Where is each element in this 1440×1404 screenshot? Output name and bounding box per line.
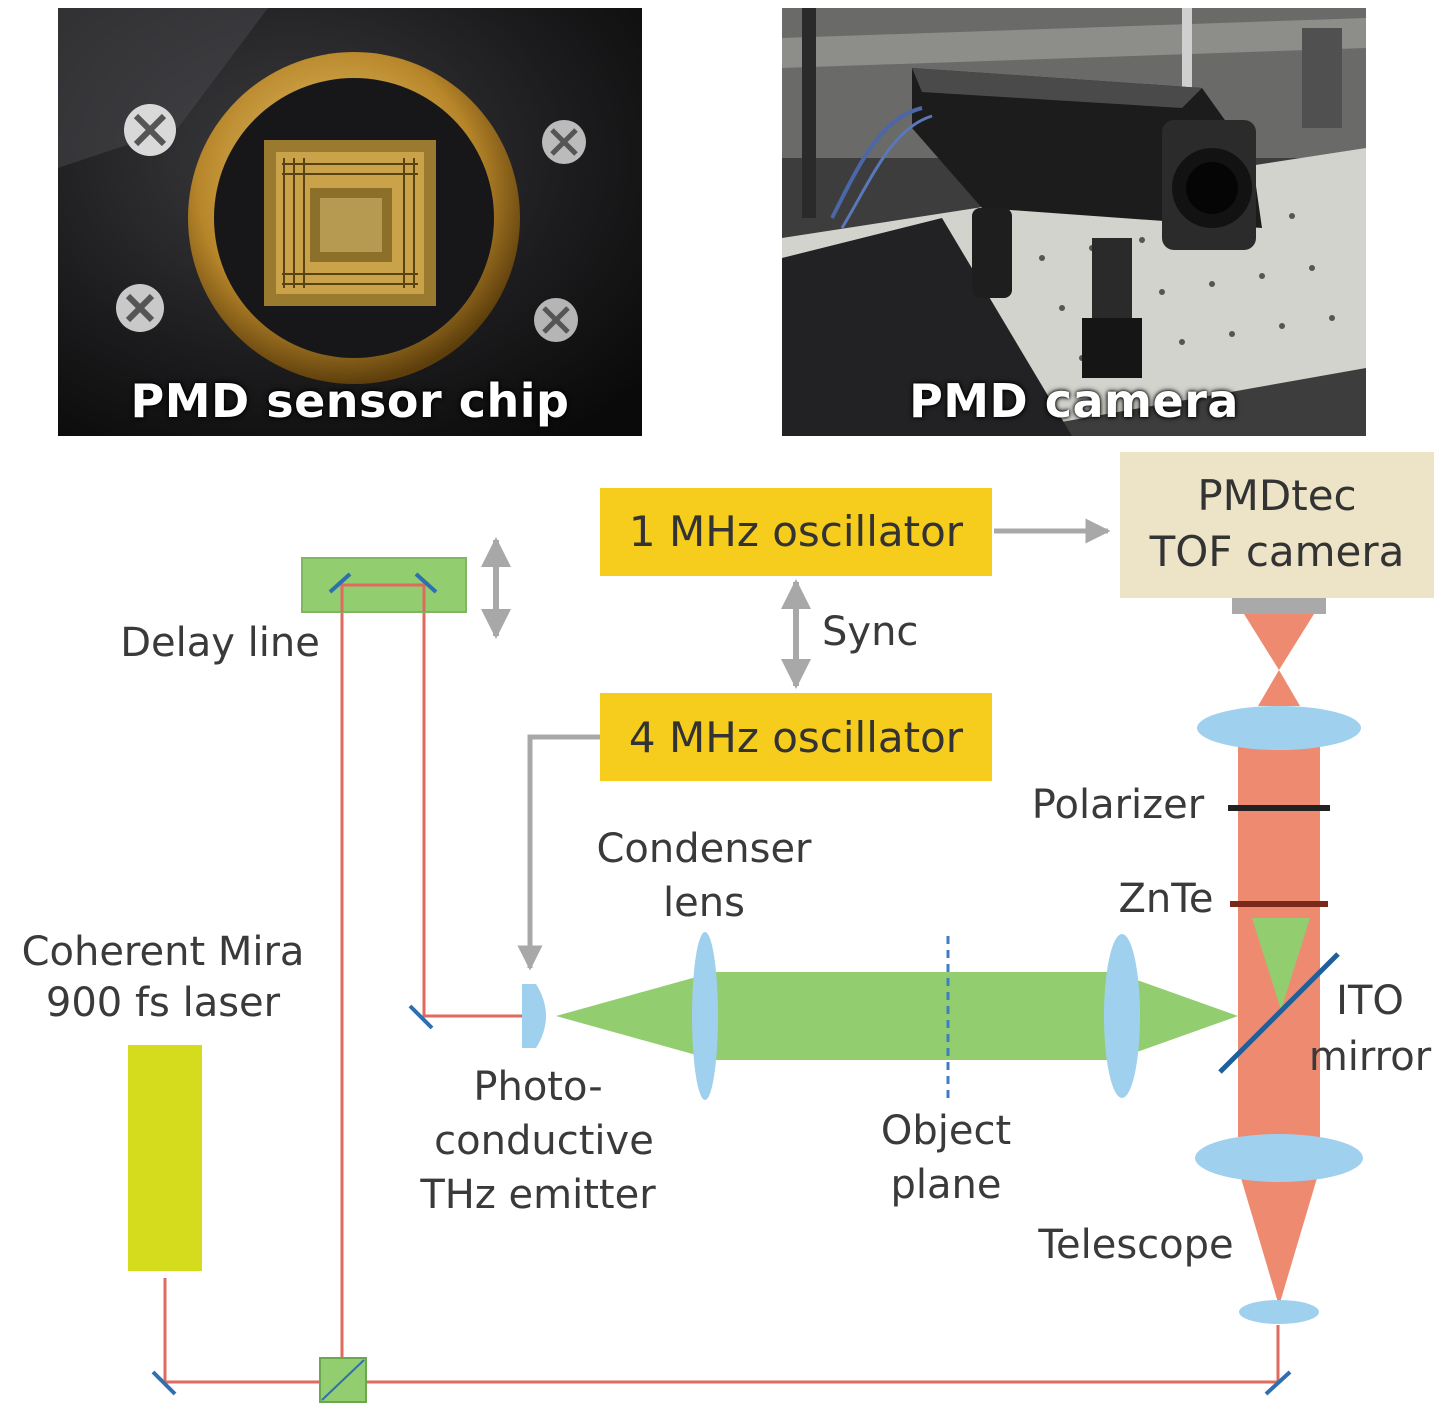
laser-label-line1: Coherent Mira (22, 929, 305, 975)
telescope-lens-small (1239, 1300, 1319, 1324)
condenser-label-line1: Condenser (597, 826, 813, 872)
thz-beam (556, 918, 1310, 1060)
oscillator-4mhz-label: 4 MHz oscillator (629, 713, 964, 762)
thz-emitter (522, 984, 546, 1048)
camera-sensor (1232, 598, 1326, 614)
camera-photo-caption: PMD camera (909, 374, 1239, 428)
ito-label-line2: mirror (1309, 1034, 1432, 1080)
laser-box (128, 1045, 202, 1271)
pmd-camera-photo: PMD camera (782, 8, 1366, 436)
condenser-lens (692, 932, 718, 1100)
emitter-label-line1: Photo- (473, 1064, 602, 1110)
camera-label-line1: PMDtec (1197, 471, 1356, 520)
camera-label-line2: TOF camera (1149, 527, 1405, 576)
telescope-lens-top (1197, 706, 1361, 750)
object-plane-label-line1: Object (881, 1108, 1011, 1154)
emitter-label-line2: conductive (434, 1118, 654, 1164)
chip-photo-caption: PMD sensor chip (130, 374, 570, 428)
telescope-lens-bottom (1195, 1134, 1363, 1182)
laser-label-line2: 900 fs laser (46, 980, 281, 1026)
znte-label: ZnTe (1119, 876, 1214, 922)
condenser-label-line2: lens (663, 880, 745, 926)
oscillator-4mhz-box (600, 693, 992, 781)
pmd-sensor-chip-photo: PMD sensor chip (58, 8, 642, 436)
emitter-label-line3: THz emitter (419, 1172, 656, 1218)
polarizer-label: Polarizer (1032, 782, 1205, 828)
ito-mirror (1218, 952, 1340, 1074)
delay-line-label: Delay line (120, 620, 320, 666)
oscillator-to-emitter-arrow (517, 734, 600, 971)
telescope-label: Telescope (1037, 1222, 1233, 1268)
imaging-lens (1104, 934, 1140, 1098)
oscillator-1mhz-label: 1 MHz oscillator (629, 507, 964, 556)
object-plane-label-line2: plane (891, 1162, 1002, 1208)
tof-camera-box (1120, 452, 1434, 598)
ito-label-line1: ITO (1336, 978, 1404, 1024)
sensor-chip-image (58, 8, 642, 436)
sync-label: Sync (822, 609, 918, 655)
probe-beam (1238, 614, 1320, 1306)
camera-image (782, 8, 1366, 436)
oscillator-1mhz-box (600, 488, 992, 576)
